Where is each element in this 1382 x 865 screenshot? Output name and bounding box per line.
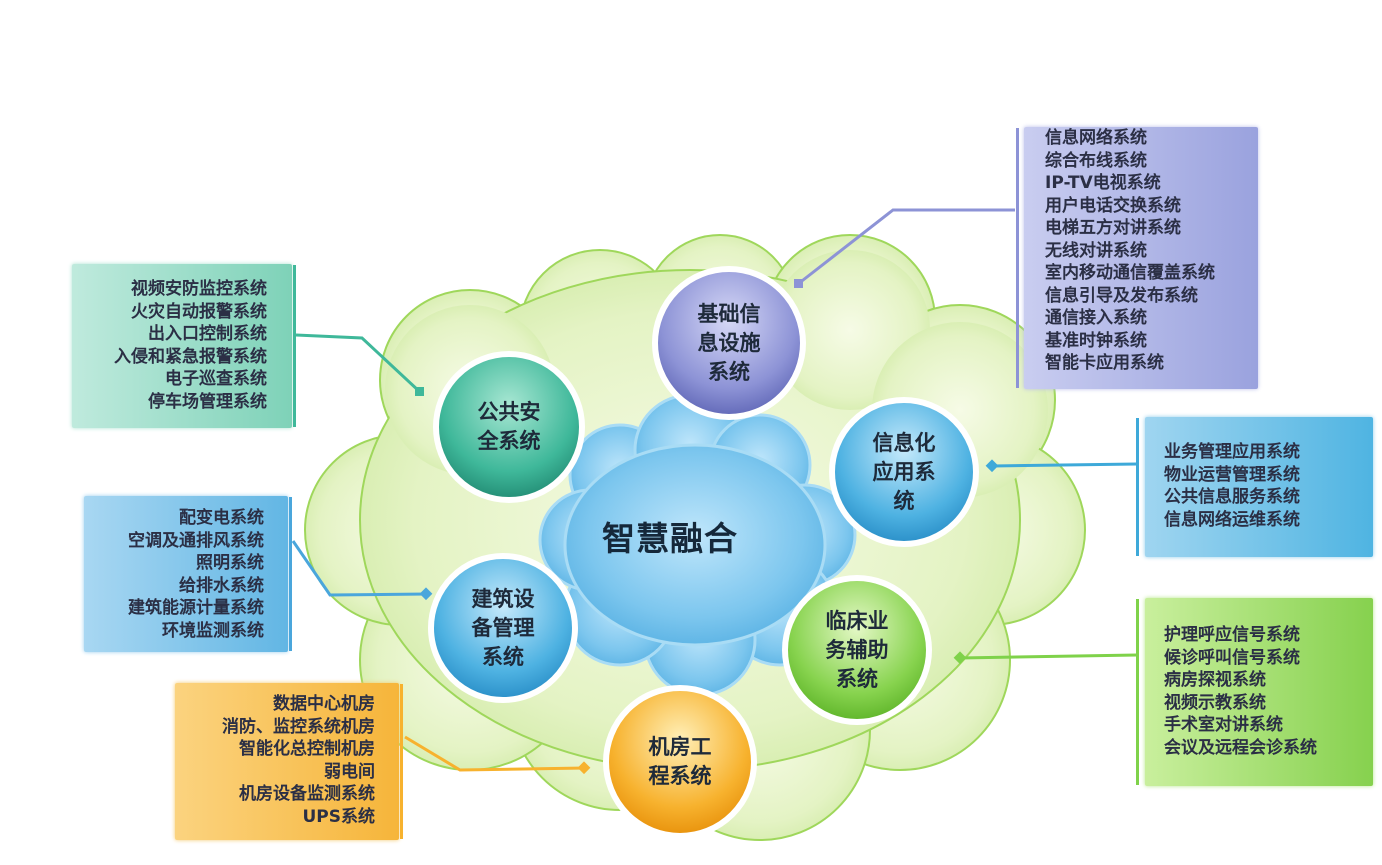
list-item: 信息网络运维系统 bbox=[1164, 509, 1300, 530]
list-item: 入侵和紧急报警系统 bbox=[114, 346, 267, 367]
list-item: 信息引导及发布系统 bbox=[1045, 285, 1198, 306]
connectors bbox=[291, 208, 1138, 772]
list-item: 停车场管理系统 bbox=[148, 391, 267, 412]
list-item: 照明系统 bbox=[196, 553, 264, 573]
list-item: 建筑能源计量系统 bbox=[128, 598, 264, 618]
list-item: 出入口控制系统 bbox=[148, 324, 267, 344]
list-item: 视频示教系统 bbox=[1164, 692, 1266, 713]
list-item: 信息网络系统 bbox=[1045, 128, 1147, 148]
list-bar bbox=[293, 265, 296, 427]
list-item: 通信接入系统 bbox=[1045, 308, 1147, 328]
list-item: 消防、监控系统机房 bbox=[222, 716, 375, 737]
list-item: 护理呼应信号系统 bbox=[1164, 625, 1300, 645]
node-building-mgmt: 建筑设 备管理 系统 bbox=[431, 556, 575, 700]
list-box-building-mgmt: 配变电系统 空调及通排风系统 照明系统 给排水系统 建筑能源计量系统 环境监测系… bbox=[84, 496, 288, 652]
list-item: 物业运营管理系统 bbox=[1164, 464, 1300, 485]
list-box-info-app: 业务管理应用系统 物业运营管理系统 公共信息服务系统 信息网络运维系统 bbox=[1145, 417, 1373, 557]
list-box-public-safety: 视频安防监控系统 火灾自动报警系统 出入口控制系统 入侵和紧急报警系统 电子巡查… bbox=[72, 264, 292, 428]
list-item: 室内移动通信覆盖系统 bbox=[1045, 263, 1215, 283]
list-box-machine-room: 数据中心机房 消防、监控系统机房 智能化总控制机房 弱电间 机房设备监测系统 U… bbox=[175, 683, 399, 840]
list-item: 空调及通排风系统 bbox=[128, 530, 264, 551]
list-item: 弱电间 bbox=[324, 761, 375, 782]
list-item: 电子巡查系统 bbox=[165, 369, 267, 389]
list-bar bbox=[1136, 418, 1139, 556]
list-item: 会议及远程会诊系统 bbox=[1164, 737, 1317, 758]
list-bar bbox=[1136, 599, 1139, 785]
node-clinical-label: 临床业 务辅助 系统 bbox=[825, 608, 889, 691]
list-item: 配变电系统 bbox=[179, 508, 264, 528]
list-item: 火灾自动报警系统 bbox=[131, 301, 267, 322]
list-bar bbox=[400, 684, 403, 839]
list-item: UPS系统 bbox=[302, 806, 375, 827]
list-box-basic-infra: 信息网络系统 综合布线系统 IP-TV电视系统 用户电话交换系统 电梯五方对讲系… bbox=[1024, 127, 1258, 389]
list-item: 候诊呼叫信号系统 bbox=[1164, 647, 1300, 668]
node-info-app: 信息化 应用系 统 bbox=[832, 400, 976, 544]
node-basic-infra-label: 基础信 息设施 系统 bbox=[697, 301, 761, 384]
node-public-safety-label: 公共安 全系统 bbox=[477, 400, 541, 453]
node-building-mgmt-label: 建筑设 备管理 系统 bbox=[471, 586, 535, 669]
node-machine-room: 机房工 程系统 bbox=[606, 688, 754, 836]
node-public-safety: 公共安 全系统 bbox=[436, 354, 582, 500]
list-item: IP-TV电视系统 bbox=[1045, 173, 1161, 193]
node-clinical: 临床业 务辅助 系统 bbox=[785, 578, 929, 722]
list-item: 用户电话交换系统 bbox=[1045, 195, 1181, 216]
node-machine-room-label: 机房工 程系统 bbox=[648, 735, 712, 788]
list-item: 病房探视系统 bbox=[1164, 670, 1266, 690]
list-item: 手术室对讲系统 bbox=[1164, 715, 1283, 735]
list-item: 环境监测系统 bbox=[162, 620, 264, 641]
list-item: 机房设备监测系统 bbox=[239, 784, 375, 804]
list-item: 智能卡应用系统 bbox=[1045, 353, 1164, 373]
list-box-clinical: 护理呼应信号系统 候诊呼叫信号系统 病房探视系统 视频示教系统 手术室对讲系统 … bbox=[1145, 598, 1373, 786]
list-item: 业务管理应用系统 bbox=[1164, 442, 1300, 462]
list-item: 无线对讲系统 bbox=[1045, 240, 1147, 261]
list-item: 公共信息服务系统 bbox=[1164, 487, 1300, 507]
center-title: 智慧融合 bbox=[602, 519, 738, 558]
list-item: 给排水系统 bbox=[179, 575, 264, 596]
node-basic-infra: 基础信 息设施 系统 bbox=[655, 269, 803, 417]
list-item: 智能化总控制机房 bbox=[239, 739, 375, 759]
node-info-app-label: 信息化 应用系 统 bbox=[872, 430, 936, 513]
list-bar bbox=[289, 497, 292, 651]
list-item: 基准时钟系统 bbox=[1045, 330, 1147, 351]
list-item: 电梯五方对讲系统 bbox=[1045, 218, 1181, 238]
list-item: 综合布线系统 bbox=[1045, 150, 1147, 171]
list-item: 数据中心机房 bbox=[273, 694, 375, 714]
list-item: 视频安防监控系统 bbox=[131, 279, 267, 299]
list-bar bbox=[1016, 128, 1019, 388]
node-circles bbox=[428, 266, 979, 839]
